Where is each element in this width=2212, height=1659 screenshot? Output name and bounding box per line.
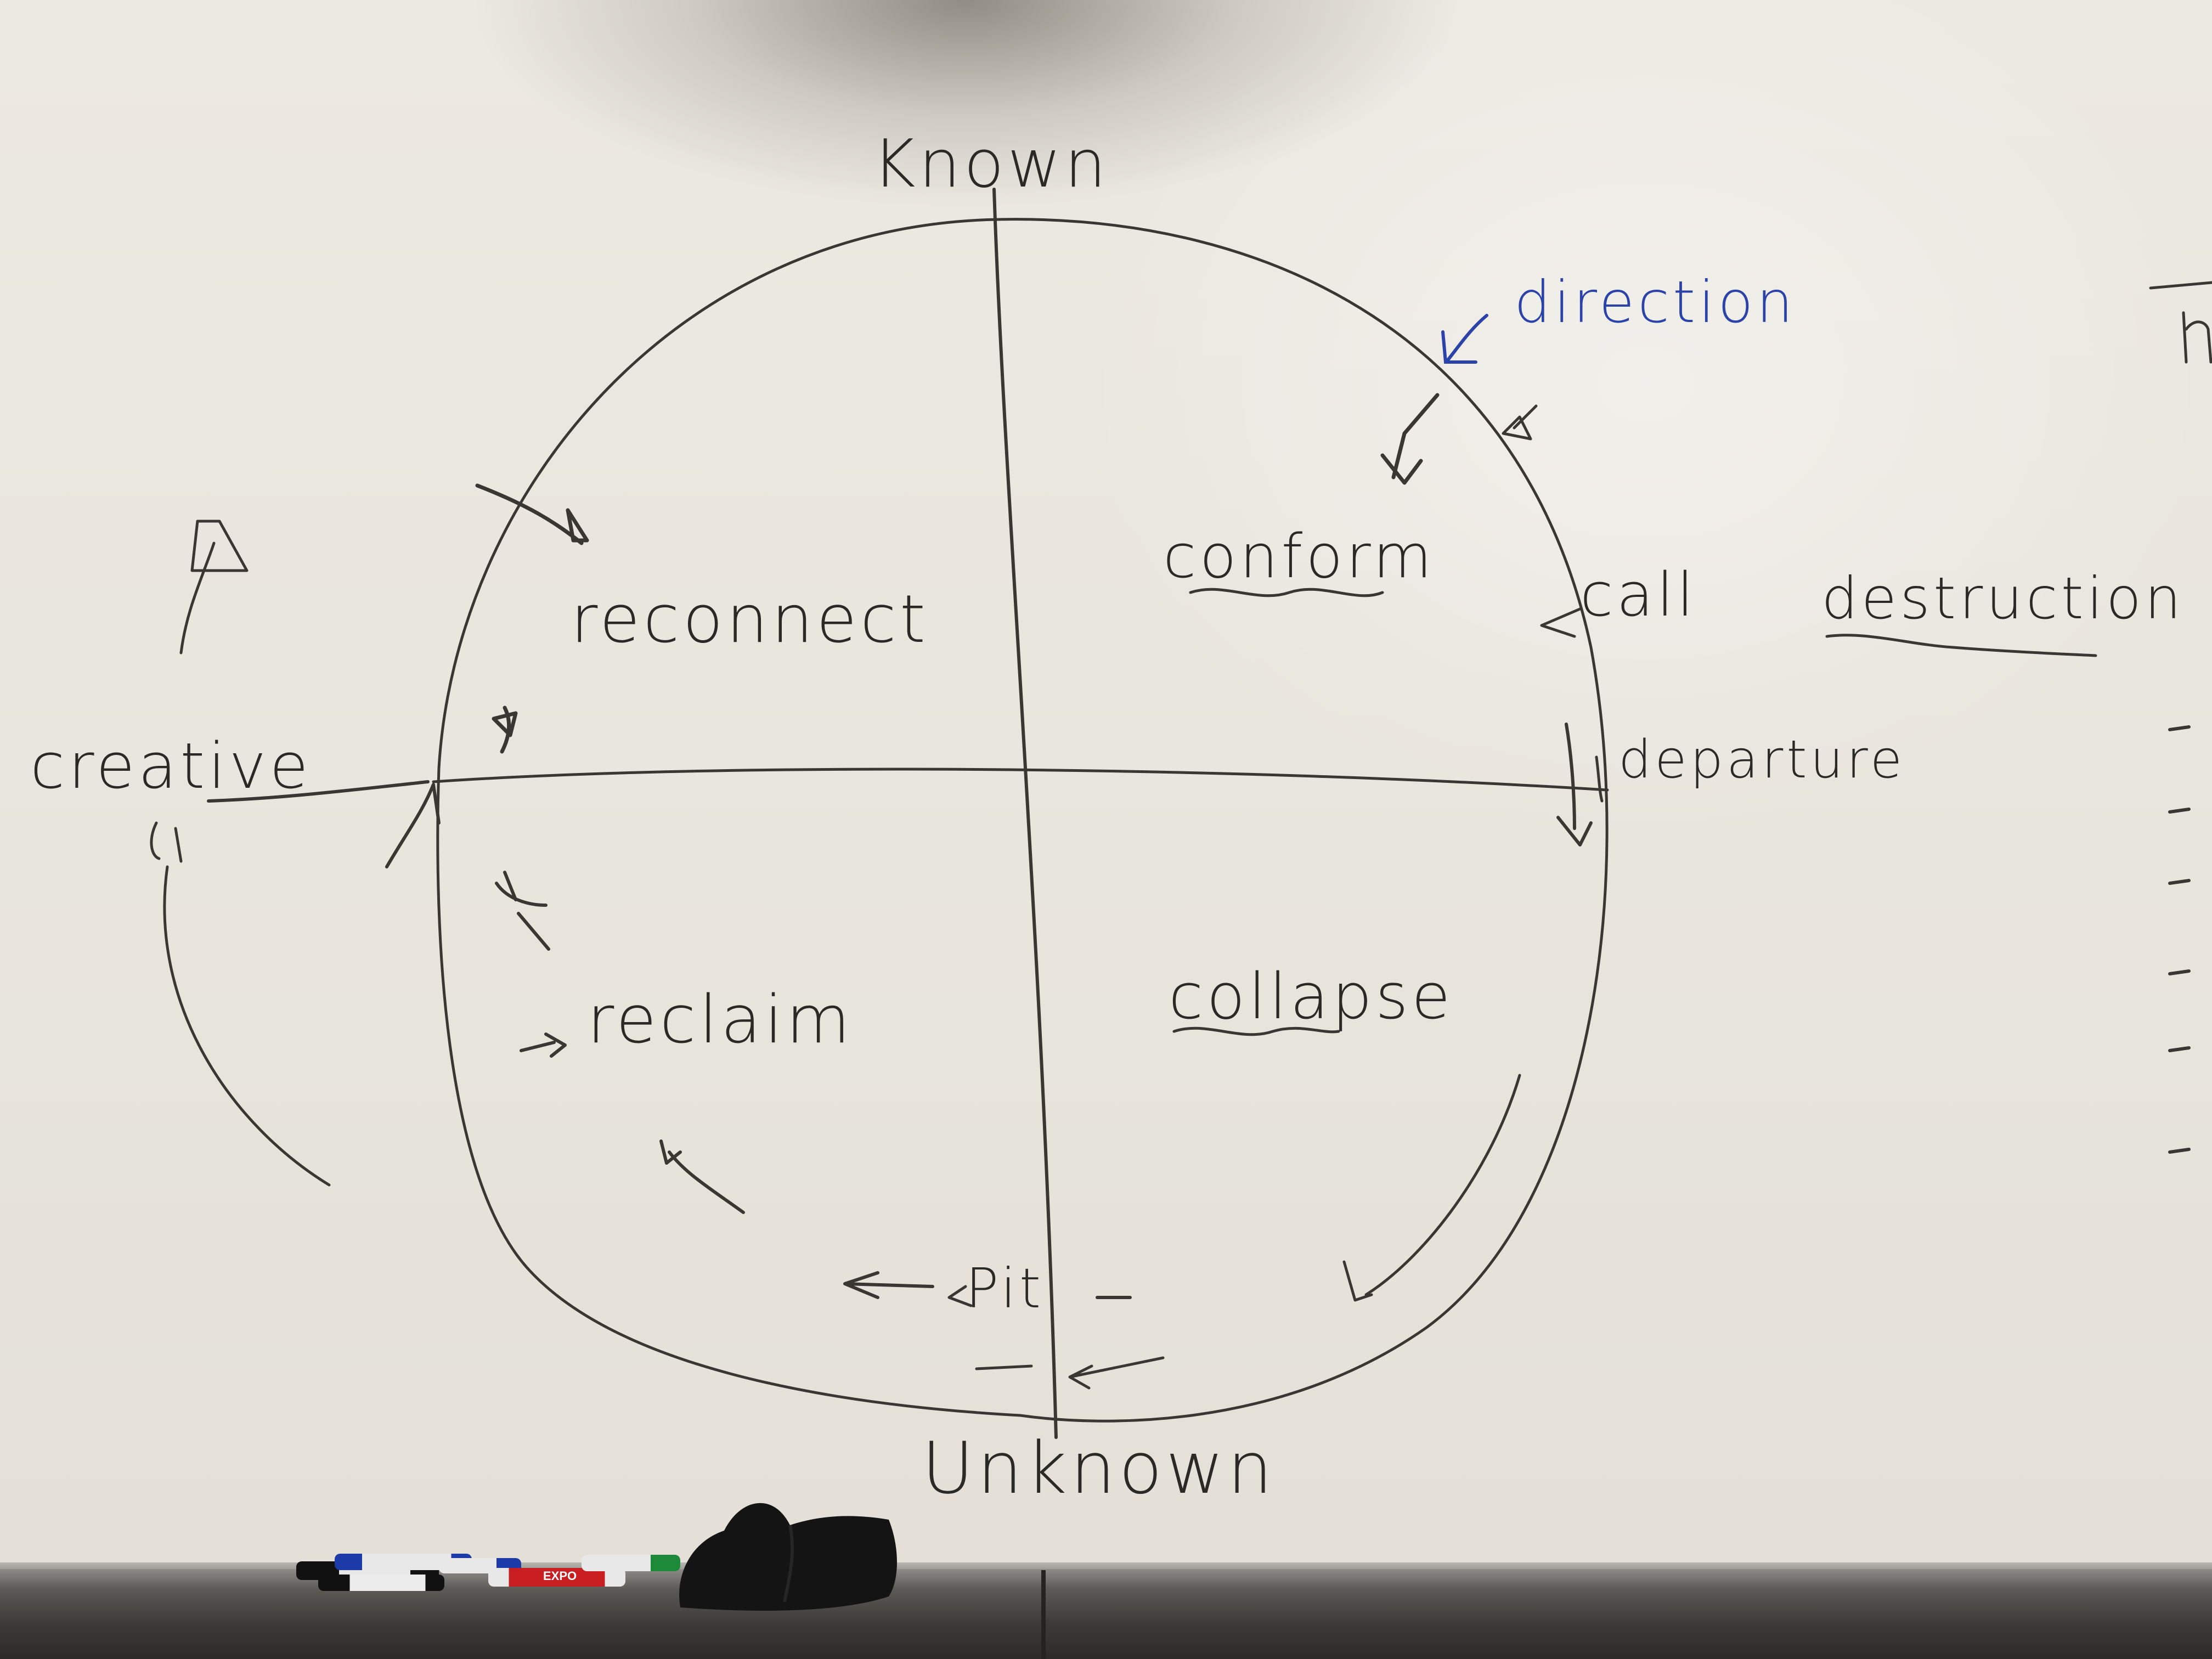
creative-hook — [150, 821, 183, 863]
direction-blue-arrow — [1441, 314, 1488, 364]
tray-seam — [1041, 1570, 1046, 1659]
label-creative: creative — [30, 730, 312, 803]
departure-tick — [1595, 755, 1604, 803]
label-reclaim: reclaim — [587, 982, 854, 1058]
arrow-reclaim — [520, 1032, 567, 1058]
label-collapse: collapse — [1169, 960, 1454, 1034]
arrow-left-upper — [492, 706, 518, 754]
conform-underline — [1189, 588, 1384, 597]
arrow-bottom-left — [659, 1139, 745, 1214]
list-dash-top — [2149, 281, 2212, 290]
creative-line — [207, 780, 430, 803]
departure-hook — [1556, 723, 1593, 847]
marker-brand: EXPO — [543, 1569, 577, 1583]
list-letter-partial — [2182, 311, 2212, 364]
right-lower-arc — [1342, 1074, 1521, 1302]
inner-left-tick — [385, 783, 441, 868]
arrow-top-left — [475, 483, 589, 545]
outer-left-arc — [163, 865, 331, 1187]
label-known: Known — [872, 126, 1110, 202]
return-dash — [975, 1364, 1033, 1370]
vertical-axis — [992, 188, 1058, 1439]
label-destruction: destruction — [1821, 565, 2185, 632]
label-departure: departure — [1618, 730, 1906, 790]
return-arrow — [1068, 1356, 1165, 1390]
collapse-underline — [1172, 1026, 1340, 1036]
arrow-left-lower — [495, 871, 550, 951]
list-dash-4 — [2168, 969, 2191, 975]
arrow-top-right — [1502, 404, 1538, 441]
list-dash-3 — [2168, 879, 2191, 885]
list-dash-1 — [2168, 725, 2191, 731]
list-dash-6 — [2168, 1148, 2191, 1154]
label-call: call — [1580, 560, 1697, 630]
direction-arrow — [1380, 393, 1440, 485]
call-arrow — [1540, 607, 1582, 638]
pit-arrow-mid — [947, 1285, 973, 1307]
list-dash-5 — [2168, 1046, 2191, 1052]
label-conform: conform — [1163, 521, 1435, 591]
destruction-underline — [1825, 634, 2097, 657]
eraser-cloth[interactable] — [658, 1481, 911, 1613]
outer-left-top — [179, 520, 249, 654]
label-reconnect: reconnect — [571, 582, 929, 658]
marker-green[interactable] — [582, 1555, 680, 1571]
list-dash-2 — [2168, 808, 2191, 814]
pit-arrow-left — [843, 1271, 934, 1299]
horizontal-axis — [432, 768, 1609, 792]
cycle-circle — [436, 218, 1609, 1423]
label-direction: direction — [1514, 269, 1797, 336]
marker-black-2[interactable] — [318, 1575, 444, 1591]
label-pit: Pit — [966, 1256, 1045, 1321]
label-unknown: Unknown — [922, 1426, 1276, 1510]
